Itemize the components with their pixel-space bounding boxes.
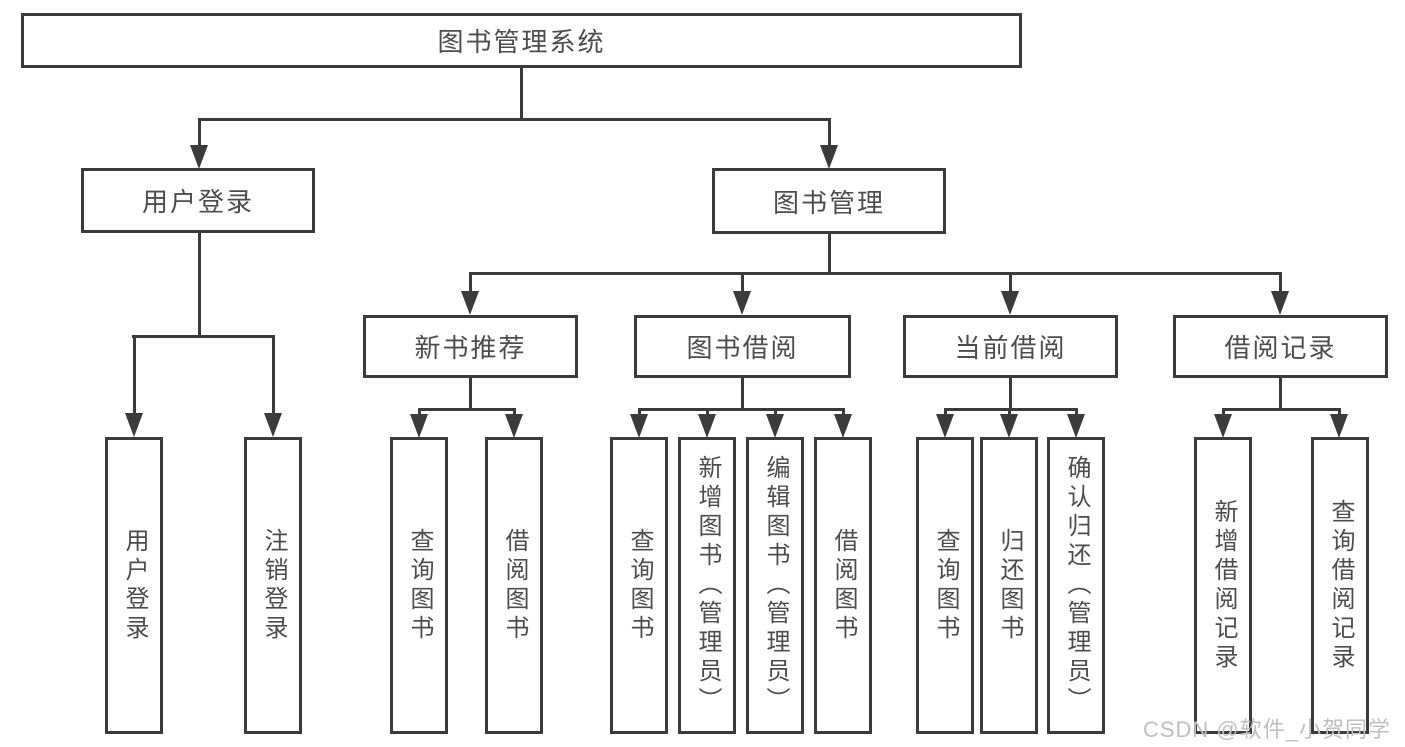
leaf-new-books-query: 查询图书 (390, 437, 448, 734)
connector-borrow-records-rail (1222, 408, 1340, 411)
connector-level1-rail (198, 118, 831, 121)
node-root: 图书管理系统 (21, 13, 1022, 68)
connector-drop-borrow-records (1279, 272, 1282, 294)
arrowhead-leaf (936, 414, 954, 438)
leaf-new-books-query-label: 查询图书 (406, 527, 433, 644)
node-book-borrow-label: 图书借阅 (686, 333, 799, 363)
leaf-add-record-label: 新增借阅记录 (1210, 498, 1237, 673)
arrowhead-leaf (1330, 414, 1348, 438)
arrowhead-login-leaf (125, 413, 143, 437)
connector-new-books-stem (469, 377, 472, 410)
connector-drop-login-leaf (133, 335, 136, 417)
arrowhead-leaf (1214, 414, 1232, 438)
leaf-borrow-book: 借阅图书 (814, 437, 872, 734)
leaf-current-query: 查询图书 (916, 437, 974, 734)
leaf-new-books-borrow-label: 借阅图书 (501, 527, 528, 644)
connector-borrow-records-stem (1279, 377, 1282, 410)
arrowhead-user-login (190, 145, 208, 169)
leaf-confirm-return: 确认归还（管理员） (1047, 437, 1105, 734)
connector-drop-user-login (198, 118, 201, 150)
arrowhead-leaf (630, 414, 648, 438)
arrowhead-leaf (410, 414, 428, 438)
node-new-books-label: 新书推荐 (414, 333, 527, 363)
leaf-borrow-add-book-label: 新增图书（管理员） (694, 455, 721, 716)
node-new-books: 新书推荐 (363, 315, 578, 378)
leaf-borrow-add-book: 新增图书（管理员） (678, 437, 736, 734)
node-book-mgmt: 图书管理 (712, 168, 946, 234)
arrowhead-current-borrow (1001, 291, 1019, 315)
leaf-query-record-label: 查询借阅记录 (1327, 498, 1354, 673)
node-root-label: 图书管理系统 (437, 27, 606, 57)
node-current-borrow-label: 当前借阅 (954, 333, 1067, 363)
leaf-user-login-label: 用户登录 (121, 527, 148, 644)
leaf-user-login: 用户登录 (105, 437, 163, 734)
node-user-login-label: 用户登录 (141, 187, 254, 217)
arrowhead-book-mgmt (820, 145, 838, 169)
leaf-logout-label: 注销登录 (260, 527, 287, 644)
arrowhead-new-books (461, 291, 479, 315)
node-borrow-records: 借阅记录 (1173, 315, 1388, 378)
leaf-new-books-borrow: 借阅图书 (485, 437, 543, 734)
arrowhead-leaf (1067, 414, 1085, 438)
arrowhead-book-borrow (733, 291, 751, 315)
leaf-confirm-return-label: 确认归还（管理员） (1063, 455, 1090, 716)
leaf-return-book-label: 归还图书 (996, 527, 1023, 644)
connector-book-borrow-stem (741, 377, 744, 410)
csdn-watermark: CSDN @软件_小贺同学 (1142, 717, 1391, 742)
leaf-borrow-edit-book-label: 编辑图书（管理员） (762, 455, 789, 716)
arrowhead-logout-leaf (264, 413, 282, 437)
connector-drop-current-borrow (1009, 272, 1012, 294)
leaf-return-book: 归还图书 (980, 437, 1038, 734)
leaf-query-record: 查询借阅记录 (1311, 437, 1369, 734)
connector-drop-new-books (469, 272, 472, 294)
leaf-current-query-label: 查询图书 (932, 527, 959, 644)
connector-root-stem (520, 68, 523, 119)
connector-drop-book-mgmt (828, 118, 831, 150)
connector-new-books-rail (418, 408, 516, 411)
leaf-borrow-query-label: 查询图书 (626, 527, 653, 644)
connector-level3-rail (469, 272, 1282, 275)
connector-current-borrow-stem (1009, 377, 1012, 410)
connector-user-login-rail (132, 335, 275, 338)
connector-book-mgmt-stem (828, 233, 831, 274)
arrowhead-leaf (505, 414, 523, 438)
connector-book-borrow-rail (638, 408, 844, 411)
leaf-add-record: 新增借阅记录 (1194, 437, 1252, 734)
connector-drop-book-borrow (741, 272, 744, 294)
node-current-borrow: 当前借阅 (903, 315, 1118, 378)
leaf-borrow-edit-book: 编辑图书（管理员） (746, 437, 804, 734)
leaf-borrow-query: 查询图书 (610, 437, 668, 734)
arrowhead-leaf (766, 414, 784, 438)
connector-user-login-stem (198, 232, 201, 336)
arrowhead-leaf (698, 414, 716, 438)
node-book-borrow: 图书借阅 (634, 315, 851, 378)
connector-drop-logout-leaf (272, 335, 275, 417)
arrowhead-leaf (1000, 414, 1018, 438)
leaf-logout: 注销登录 (244, 437, 302, 734)
node-book-mgmt-label: 图书管理 (772, 187, 885, 218)
node-borrow-records-label: 借阅记录 (1224, 333, 1337, 363)
arrowhead-leaf (834, 414, 852, 438)
node-user-login: 用户登录 (81, 168, 315, 233)
leaf-borrow-book-label: 借阅图书 (830, 527, 857, 644)
arrowhead-borrow-records (1271, 291, 1289, 315)
